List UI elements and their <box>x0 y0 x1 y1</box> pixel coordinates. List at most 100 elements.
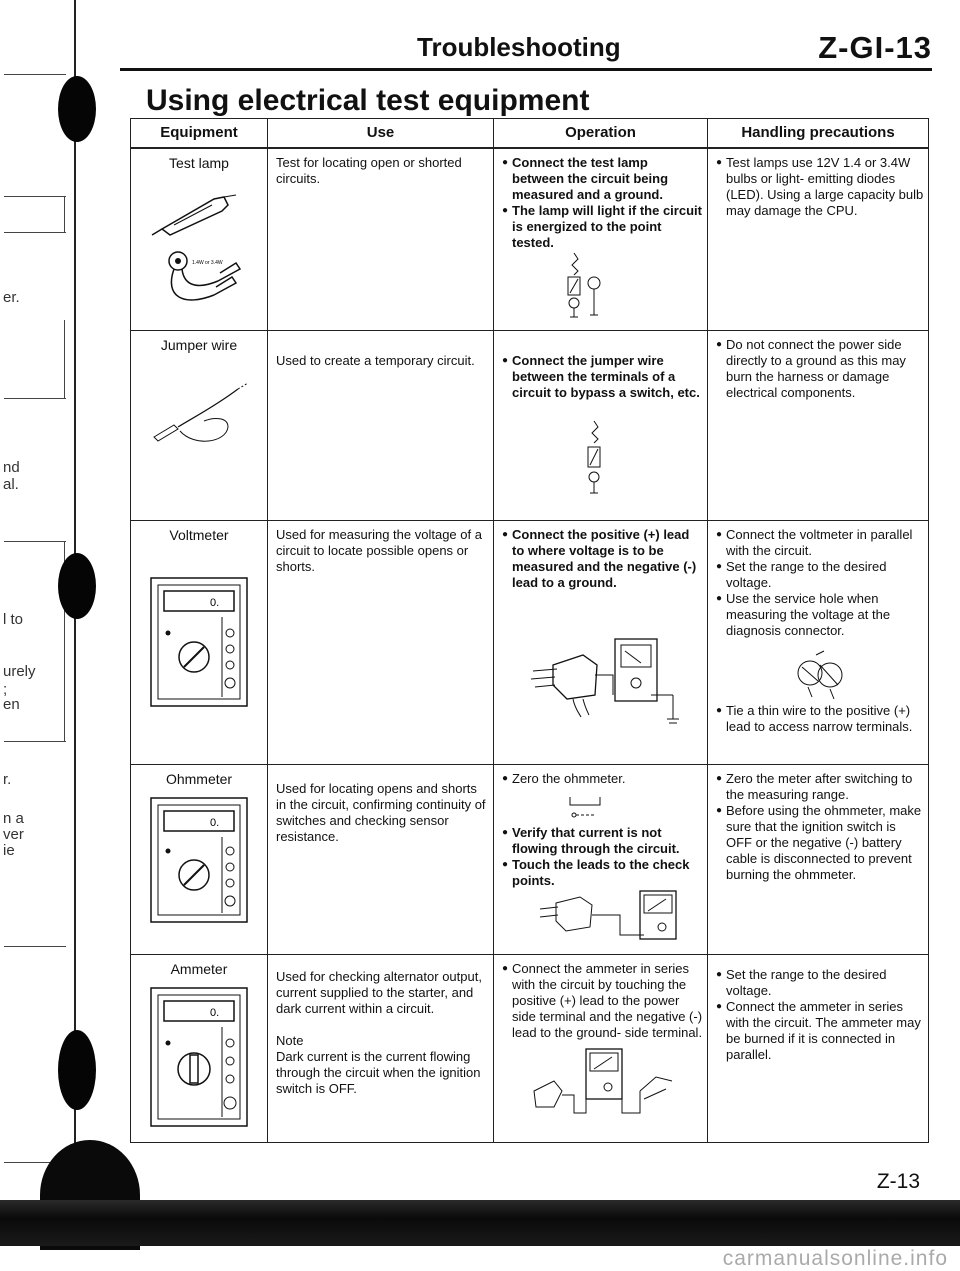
test-lamp-circuit-diagram <box>567 252 601 318</box>
precaution-item: Test lamps use 12V 1.4 or 3.4W bulbs or … <box>716 155 924 219</box>
column-header: Operation <box>493 118 708 149</box>
margin-fragment: er. <box>3 289 20 306</box>
margin-line <box>4 74 66 75</box>
operation-step: Touch the leads to the check points. <box>502 857 703 889</box>
zero-ohmmeter-diagram <box>569 796 601 817</box>
equipment-cell: Test lamp 1.4W or 3.4W <box>130 147 268 331</box>
margin-line <box>4 741 66 742</box>
operation-step: Connect the jumper wire between the term… <box>502 353 703 401</box>
column-header: Equipment <box>130 118 268 149</box>
precaution-item: Before using the ohmmeter, make sure tha… <box>716 803 924 883</box>
equipment-table: Equipment Use Operation Handling precaut… <box>130 118 929 1143</box>
use-note: Dark current is the current flowing thro… <box>276 1048 481 1096</box>
use-cell: Test for locating open or shorted circui… <box>267 147 494 331</box>
jumper-circuit-diagram <box>587 420 601 493</box>
operation-cell: Connect the test lamp between the circui… <box>493 147 708 331</box>
margin-fragment: ie <box>3 842 15 859</box>
table-row: Ohmmeter 0. Used for locating <box>130 763 929 955</box>
margin-fragment: ver <box>3 826 24 843</box>
margin-fragment: n a <box>3 810 24 827</box>
watermark: carmanualsonline.info <box>722 1247 948 1270</box>
voltmeter-connection-diagram <box>530 637 679 723</box>
operation-cell: Connect the jumper wire between the term… <box>493 329 708 521</box>
use-cell: Used for checking alternator output, cur… <box>267 953 494 1143</box>
precaution-item: Connect the voltmeter in parallel with t… <box>716 527 924 559</box>
equipment-name: Test lamp <box>169 155 229 171</box>
page-number: Z-13 <box>876 1170 920 1193</box>
operation-step: Verify that current is not flowing throu… <box>502 825 703 857</box>
operation-step: Connect the positive (+) lead to where v… <box>502 527 703 591</box>
precaution-item: Do not connect the power side directly t… <box>716 337 924 401</box>
use-text: Used for checking alternator output, cur… <box>276 968 482 1016</box>
equipment-name: Voltmeter <box>169 526 229 543</box>
ammeter-connection-diagram <box>532 1047 672 1113</box>
margin-line <box>4 232 66 233</box>
use-note-label: Note <box>276 1032 304 1048</box>
use-text: Test for locating open or shorted circui… <box>276 155 462 186</box>
punch-hole <box>58 553 96 619</box>
test-lamp-illustration: 1.4W or 3.4W <box>151 194 242 301</box>
ohmmeter-connection-diagram <box>539 889 677 940</box>
table-row: Jumper wire Used to create a temporary c… <box>130 329 929 521</box>
equipment-cell: Jumper wire <box>130 329 268 521</box>
precaution-item: Set the range to the desired voltage. <box>716 967 924 999</box>
table-row: Voltmeter 0. Used for measuri <box>130 519 929 765</box>
operation-step: Connect the test lamp between the circui… <box>502 155 703 203</box>
use-cell: Used for measuring the voltage of a circ… <box>267 519 494 765</box>
operation-cell: Connect the positive (+) lead to where v… <box>493 519 708 765</box>
page-header: Troubleshooting Z-GI-13 <box>120 30 932 71</box>
use-text: Used to create a temporary circuit. <box>276 352 475 368</box>
margin-line <box>4 541 66 542</box>
operation-step: Connect the ammeter in series with the c… <box>502 961 703 1041</box>
precaution-item: Set the range to the desired voltage. <box>716 559 924 591</box>
thin-wire-illustration <box>797 650 843 699</box>
precautions-cell: Do not connect the power side directly t… <box>707 329 929 521</box>
equipment-name: Ammeter <box>170 960 228 977</box>
meter-display: 0. <box>210 1007 219 1019</box>
ohmmeter-illustration: 0. <box>150 796 248 923</box>
precautions-cell: Connect the voltmeter in parallel with t… <box>707 519 929 765</box>
operation-cell: Connect the ammeter in series with the c… <box>493 953 708 1143</box>
table-row: Test lamp 1.4W or 3.4W Test for locating <box>130 147 929 331</box>
precaution-item: Connect the ammeter in series with the c… <box>716 999 924 1063</box>
precautions-cell: Test lamps use 12V 1.4 or 3.4W bulbs or … <box>707 147 929 331</box>
voltmeter-illustration: 0. <box>150 576 248 707</box>
scan-bottom-band <box>0 1200 960 1246</box>
margin-line <box>4 196 66 197</box>
margin-fragment: en <box>3 696 20 713</box>
section-code: Z-GI-13 <box>818 30 932 65</box>
ammeter-illustration: 0. <box>150 986 248 1127</box>
equipment-name: Ohmmeter <box>165 770 233 787</box>
meter-display: 0. <box>210 597 219 609</box>
bulb-label: 1.4W or 3.4W <box>192 260 223 266</box>
margin-line <box>4 946 66 947</box>
margin-fragment: urely <box>3 663 36 680</box>
punch-hole <box>58 1030 96 1110</box>
page-title: Troubleshooting <box>417 32 621 62</box>
precaution-item: Zero the meter after switching to the me… <box>716 771 924 803</box>
margin-line <box>4 398 66 399</box>
margin-fragment: al. <box>3 476 19 493</box>
use-text: Used for locating opens and shorts in th… <box>276 780 486 844</box>
use-cell: Used to create a temporary circuit. <box>267 329 494 521</box>
margin-fragment: ; <box>3 681 8 698</box>
margin-line <box>64 196 65 232</box>
operation-step: Zero the ohmmeter. <box>502 771 703 787</box>
punch-hole <box>58 76 96 142</box>
use-text: Used for measuring the voltage of a circ… <box>276 526 482 574</box>
table-header-row: Equipment Use Operation Handling precaut… <box>130 118 929 149</box>
equipment-cell: Voltmeter 0. <box>130 519 268 765</box>
margin-fragment: nd <box>3 459 20 476</box>
operation-cell: Zero the ohmmeter. Verify that current i… <box>493 763 708 955</box>
use-cell: Used for locating opens and shorts in th… <box>267 763 494 955</box>
precautions-cell: Zero the meter after switching to the me… <box>707 763 929 955</box>
operation-step: The lamp will light if the circuit is en… <box>502 203 703 251</box>
precaution-item: Use the service hole when measuring the … <box>716 591 924 639</box>
precaution-item: Tie a thin wire to the positive (+) lead… <box>716 703 924 735</box>
precautions-cell: Set the range to the desired voltage. Co… <box>707 953 929 1143</box>
section-title: Using electrical test equipment <box>146 84 590 117</box>
margin-line <box>4 1162 66 1163</box>
margin-line <box>64 320 65 398</box>
column-header: Handling precautions <box>707 118 929 149</box>
margin-fragment: r. <box>3 771 12 788</box>
